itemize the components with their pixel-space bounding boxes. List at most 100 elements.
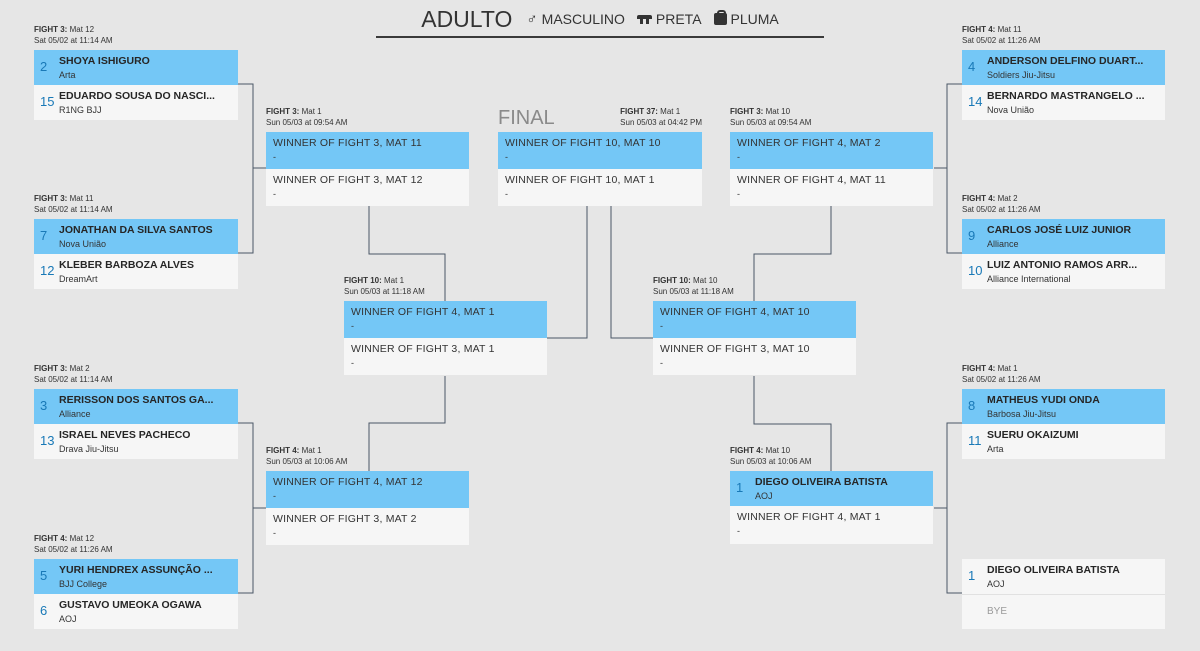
connector-line [753,206,832,301]
weight-tag: PLUMA [713,10,779,27]
competitor-slot[interactable]: 8 MATHEUS YUDI ONDA Barbosa Jiu-Jitsu [962,389,1165,424]
connector-line [946,422,962,594]
competitor-team: Nova União [987,105,1035,115]
competitor-slot[interactable]: 7 JONATHAN DA SILVA SANTOS Nova União [34,219,238,254]
seed-number: 12 [40,263,55,278]
winner-slot[interactable]: WINNER OF FIGHT 4, MAT 1 - [730,506,933,544]
connector-line [238,422,254,594]
connector-line [753,376,832,471]
winner-slot[interactable]: WINNER OF FIGHT 3, MAT 10 - [653,338,856,375]
team-placeholder: - [660,358,663,368]
competitor-slot[interactable]: 3 RERISSON DOS SANTOS GA... Alliance [34,389,238,424]
belt-icon [636,14,652,24]
winner-placeholder: WINNER OF FIGHT 3, MAT 10 [660,343,810,355]
team-placeholder: - [273,491,276,501]
competitor-team: AOJ [987,579,1005,589]
winner-slot[interactable]: WINNER OF FIGHT 4, MAT 1 - [344,301,547,338]
belt-tag: PRETA [636,11,702,27]
competitor-slot[interactable]: 1 DIEGO OLIVEIRA BATISTA AOJ [962,559,1165,594]
winner-slot[interactable]: WINNER OF FIGHT 3, MAT 1 - [344,338,547,375]
winner-placeholder: WINNER OF FIGHT 3, MAT 1 [351,343,495,355]
male-icon: ♂ [526,10,538,28]
competitor-name: GUSTAVO UMEOKA OGAWA [59,599,202,611]
competitor-slot[interactable]: 1 DIEGO OLIVEIRA BATISTA AOJ [730,471,933,506]
competitor-slot[interactable]: 14 BERNARDO MASTRANGELO ... Nova União [962,85,1165,120]
connector-line [238,83,254,254]
competitor-slot[interactable]: 4 ANDERSON DELFINO DUART... Soldiers Jiu… [962,50,1165,85]
competitor-slot[interactable]: 9 CARLOS JOSÉ LUIZ JUNIOR Alliance [962,219,1165,254]
competitor-slot[interactable]: 12 KLEBER BARBOZA ALVES DreamArt [34,254,238,289]
seed-number: 2 [40,59,48,74]
competitor-slot[interactable]: 6 GUSTAVO UMEOKA OGAWA AOJ [34,594,238,629]
competitor-slot[interactable]: 15 EDUARDO SOUSA DO NASCI... R1NG BJJ [34,85,238,120]
competitor-team: BJJ College [59,579,108,589]
competitor-slot[interactable]: 13 ISRAEL NEVES PACHECO Drava Jiu-Jitsu [34,424,238,459]
seed-number: 1 [968,568,976,583]
winner-slot[interactable]: WINNER OF FIGHT 10, MAT 10 - [498,132,702,169]
competitor-name: KLEBER BARBOZA ALVES [59,259,194,271]
seed-number: 7 [40,228,48,243]
competitor-name: BERNARDO MASTRANGELO ... [987,90,1145,102]
competitor-name: ISRAEL NEVES PACHECO [59,429,191,441]
competitor-team: Alliance International [987,274,1071,284]
winner-slot[interactable]: WINNER OF FIGHT 4, MAT 12 - [266,471,469,508]
final-label: FINAL [498,107,555,129]
seed-number: 14 [968,94,983,109]
team-placeholder: - [505,189,508,199]
competitor-team: AOJ [59,614,77,624]
match-card[interactable]: 1 DIEGO OLIVEIRA BATISTA AOJ BYE [962,559,1165,629]
competitor-slot[interactable]: 5 YURI HENDREX ASSUNÇÃO ... BJJ College [34,559,238,594]
seed-number: 8 [968,398,976,413]
competitor-name: YURI HENDREX ASSUNÇÃO ... [59,564,213,576]
winner-slot[interactable]: WINNER OF FIGHT 4, MAT 2 - [730,132,933,169]
winner-placeholder: WINNER OF FIGHT 10, MAT 10 [505,137,661,149]
team-placeholder: - [737,526,740,536]
team-placeholder: - [351,358,354,368]
competitor-slot[interactable]: 11 SUERU OKAIZUMI Arta [962,424,1165,459]
competitor-team: Nova União [59,239,107,249]
competitor-name: JONATHAN DA SILVA SANTOS [59,224,213,236]
winner-placeholder: WINNER OF FIGHT 4, MAT 12 [273,476,423,488]
bye-slot: BYE [962,594,1165,629]
team-placeholder: - [273,189,276,199]
competitor-name: DIEGO OLIVEIRA BATISTA [987,564,1120,576]
seed-number: 11 [968,433,982,448]
winner-slot[interactable]: WINNER OF FIGHT 4, MAT 11 - [730,169,933,206]
competitor-slot[interactable]: 2 SHOYA ISHIGURO Arta [34,50,238,85]
competitor-slot[interactable]: 10 LUIZ ANTONIO RAMOS ARR... Alliance In… [962,254,1165,289]
winner-slot[interactable]: WINNER OF FIGHT 3, MAT 11 - [266,132,469,169]
team-placeholder: - [273,528,276,538]
winner-slot[interactable]: WINNER OF FIGHT 4, MAT 10 - [653,301,856,338]
winner-slot[interactable]: WINNER OF FIGHT 3, MAT 2 - [266,508,469,545]
winner-placeholder: WINNER OF FIGHT 3, MAT 2 [273,513,417,525]
winner-placeholder: WINNER OF FIGHT 4, MAT 1 [737,511,881,523]
competitor-team: Soldiers Jiu-Jitsu [987,70,1056,80]
winner-slot[interactable]: WINNER OF FIGHT 3, MAT 12 - [266,169,469,206]
connector-line [368,376,446,471]
winner-slot[interactable]: WINNER OF FIGHT 10, MAT 1 - [498,169,702,206]
